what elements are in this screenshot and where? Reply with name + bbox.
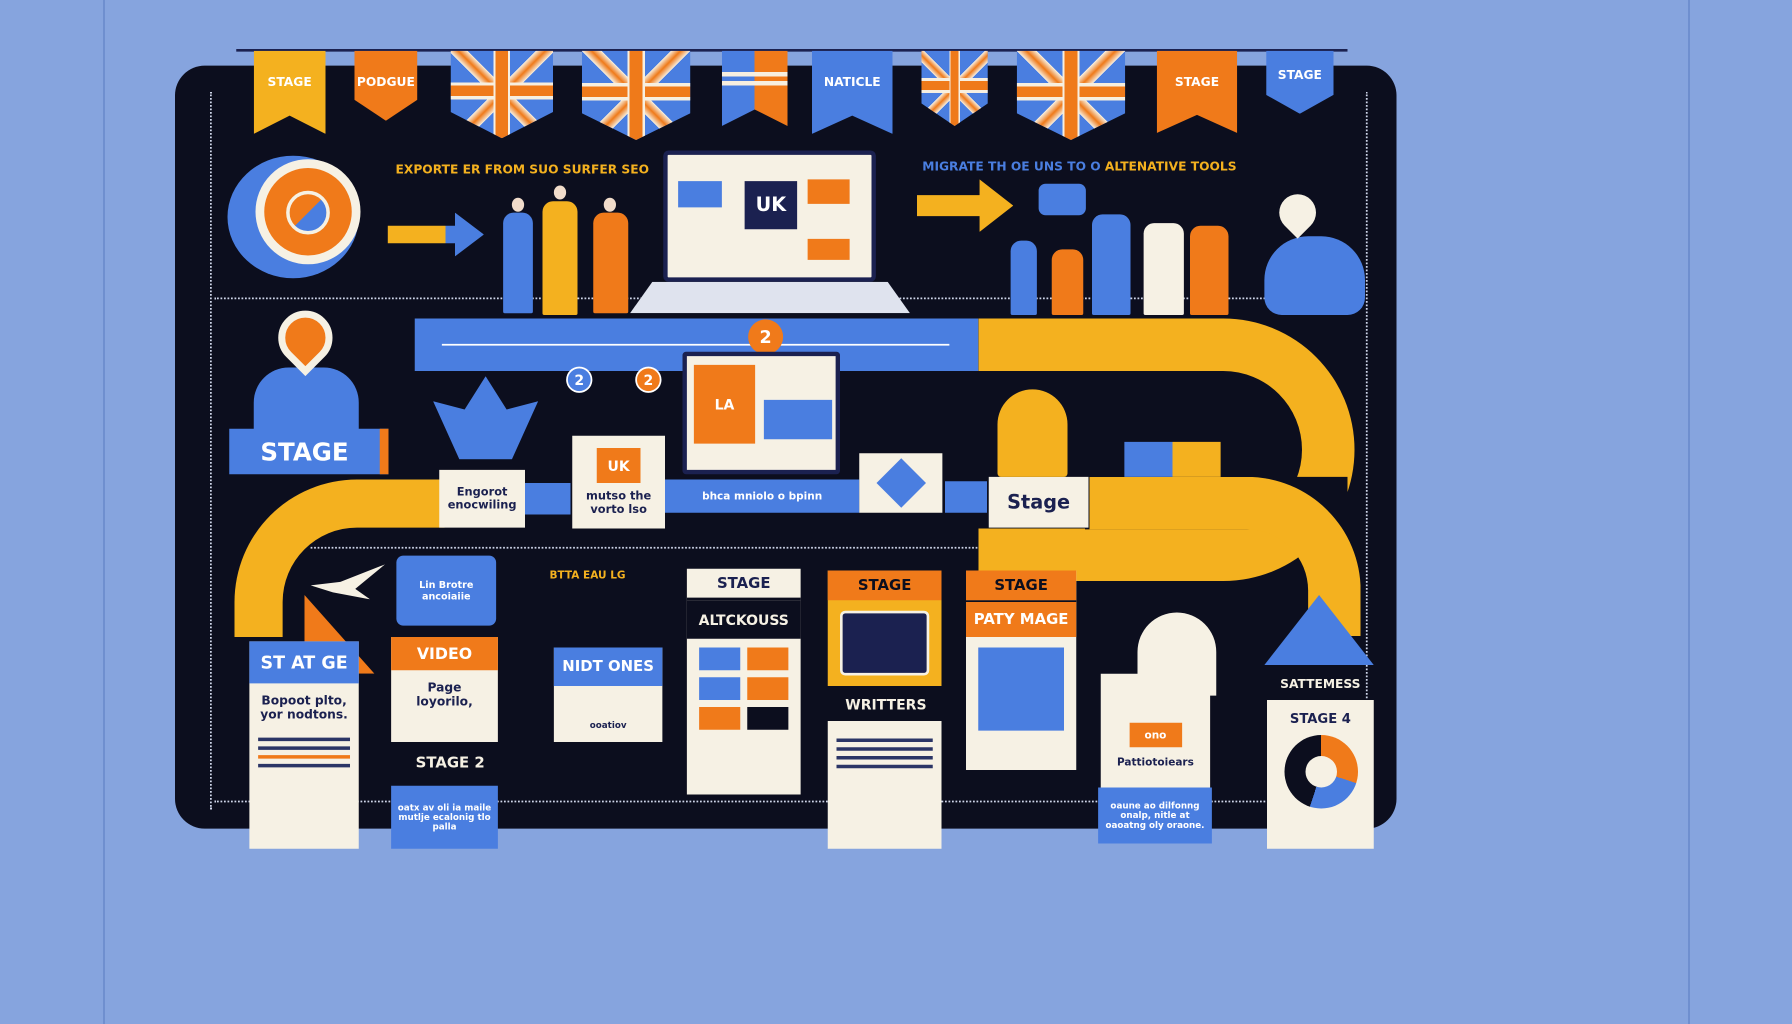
screen-block [678, 181, 722, 208]
headline-left: EXPORTE ER FROM SUO SURFER SEO [395, 162, 650, 177]
bunting-string [236, 49, 1348, 52]
target-center [286, 190, 330, 235]
dotted-guide [310, 546, 1300, 549]
monitor-panel [763, 399, 833, 440]
card-subtitle: PATY MAGE [966, 600, 1077, 637]
step-badge: 2 [566, 366, 593, 393]
uk-tag: UK [596, 448, 641, 483]
info-bar: bhca mniolo o bpinn [665, 479, 860, 513]
card-title: Pattiotoiears [1117, 756, 1194, 769]
stage-card-6: STAGE PATY MAGE [966, 570, 1077, 770]
person-with-pin [253, 367, 359, 434]
video-card: VIDEO Page loyorilo, [391, 637, 498, 742]
screen-block [807, 238, 850, 260]
monitor-panel: LA [693, 364, 756, 444]
card-title: NIDT ONES [553, 647, 663, 686]
stage-label-left: STAGE [229, 428, 389, 475]
margin-line-right [1688, 0, 1690, 1024]
card-title: VIDEO [391, 637, 498, 671]
card-title: STAGE [827, 570, 942, 601]
speech-bubble: Lin Brotre ancoiaiie [396, 555, 497, 626]
dotted-guide-right [1365, 91, 1368, 810]
card-caption: WRITTERS [845, 696, 927, 714]
stage-2-box: oatx av oli ia maile mutlje ecalonig tlo… [391, 785, 498, 849]
person-illustration [542, 201, 578, 315]
card-title: STAGE 4 [1289, 710, 1351, 727]
person-illustration [1010, 240, 1037, 315]
desk-block [1124, 441, 1221, 477]
card-title: ST AT GE [249, 641, 359, 684]
stage-card-5: STAGE [827, 570, 942, 686]
laptop-base [630, 281, 910, 314]
step-card: UK mutso the vorto lso [572, 435, 665, 529]
stage-card-1: ST AT GE Bopoot plto, yor nodtons. [249, 641, 359, 849]
stage-card-3: NIDT ONES ooatiov [553, 647, 663, 742]
step-card-text: mutso the vorto lso [586, 490, 652, 517]
dotted-guide [214, 800, 1352, 803]
infographic: STAGE PODGUE NATICLE STAGE STAGE EXPORTE… [175, 49, 1397, 849]
arrow-left-icon [525, 483, 571, 515]
stage-2-label: STAGE 2 [415, 754, 485, 772]
margin-line-left [103, 0, 105, 1024]
person-illustration [1143, 223, 1184, 315]
monitor: LA [682, 351, 840, 475]
card-subtitle: ALTCKOUSS [686, 600, 801, 639]
card-text: Bopoot plto, yor nodtons. [260, 693, 348, 722]
person-illustration [997, 389, 1068, 477]
screen-block [807, 179, 850, 204]
laptop: UK [663, 150, 876, 282]
person-head [553, 185, 567, 200]
person-illustration [1051, 249, 1084, 315]
stage-label-right: Stage [988, 476, 1089, 528]
form-illustration [978, 647, 1064, 731]
card-title: STAGE [686, 569, 801, 601]
stage-card-4: STAGE ALTCKOUSS [686, 568, 801, 795]
person-head [603, 197, 616, 212]
person-illustration [1092, 214, 1131, 315]
writers-card [827, 721, 942, 849]
chat-bubble-icon [1038, 183, 1086, 216]
small-caption: BTTA EAU LG [549, 568, 626, 581]
dotted-guide-left [210, 91, 212, 810]
bar-chart-icon [840, 610, 930, 676]
laptop-screen-panel: UK [744, 181, 798, 230]
step-badge: 2 [635, 366, 662, 393]
card-text: ooatiov [589, 721, 627, 731]
person-illustration [593, 212, 629, 314]
card-caption: SATTEMESS [1280, 677, 1361, 692]
person-illustration [1190, 225, 1229, 315]
double-arrow-icon [945, 481, 987, 513]
card-note: oaune ao dilfonng onalp, nitle at oaoatn… [1098, 787, 1212, 844]
donut-hole [1305, 756, 1337, 788]
headline-right: MIGRATE TH OE UNS TO O ALTENATIVE TOOLS [922, 160, 1237, 175]
badge: ono [1129, 722, 1182, 748]
double-arrow-icon [441, 343, 950, 346]
person-head [511, 197, 525, 212]
card-title: STAGE [966, 570, 1077, 601]
stage-card-8: STAGE 4 [1267, 700, 1374, 849]
cloud-icon [1264, 236, 1365, 315]
person-illustration [503, 212, 533, 314]
step-badge: 2 [748, 319, 784, 355]
step-card: Engorot enocwiling [439, 469, 525, 528]
card-text: Page loyorilo, [416, 680, 473, 709]
